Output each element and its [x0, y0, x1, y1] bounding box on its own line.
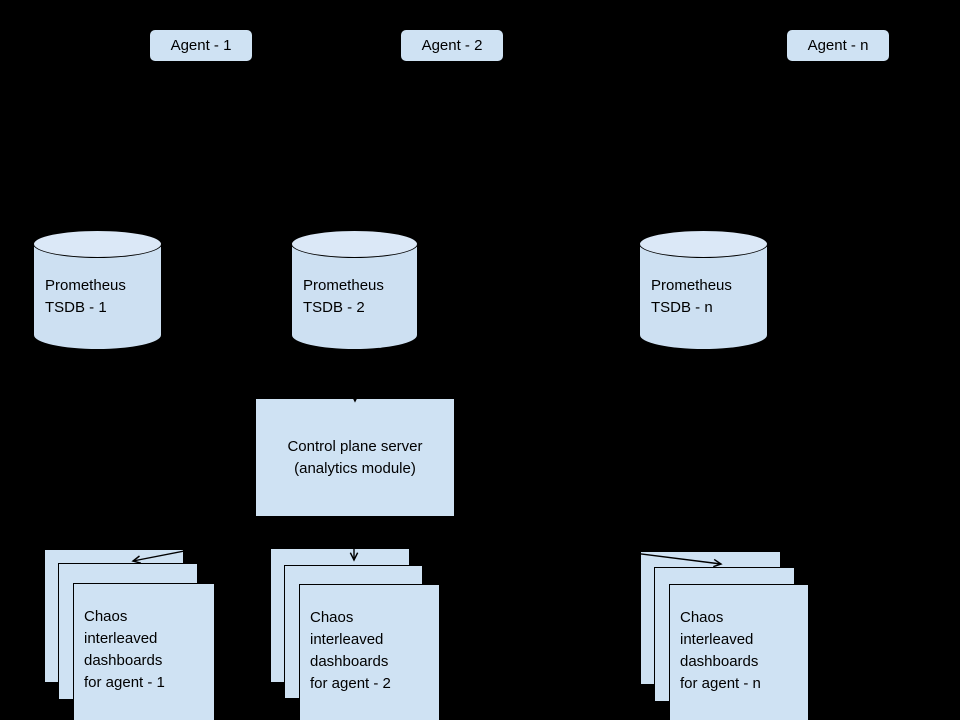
prometheus-tsdb-n-label: Prometheus TSDB - n: [651, 277, 732, 316]
agent-1-label: Agent - 1: [170, 37, 232, 54]
prometheus-tsdb-1-label: Prometheus TSDB - 1: [45, 277, 126, 316]
control-plane-server-box: Control plane server (analytics module): [255, 398, 455, 517]
edge-agentn-tsdbn: [710, 62, 839, 222]
prometheus-tsdb-2-cylinder: Prometheus TSDB - 2: [291, 230, 418, 350]
dashboards-stack-1-label: Chaos interleaved dashboards for agent -…: [84, 608, 165, 691]
cylinder-body: [291, 244, 418, 350]
agent-n-node: Agent - n: [786, 29, 890, 62]
dashboards-stack-n-label: Chaos interleaved dashboards for agent -…: [680, 609, 761, 692]
agent-1-node: Agent - 1: [149, 29, 253, 62]
cylinder-top-ellipse: [291, 230, 418, 258]
agent-2-label: Agent - 2: [421, 37, 483, 54]
agent-2-node: Agent - 2: [400, 29, 504, 62]
edge-agent2-tsdb2: [361, 62, 452, 222]
cylinder-top-ellipse: [33, 230, 162, 258]
cylinder-top-ellipse: [639, 230, 768, 258]
edge-agent1-tsdb1: [102, 62, 202, 222]
prometheus-tsdb-2-label: Prometheus TSDB - 2: [303, 277, 384, 316]
stack-page-front: Chaos interleaved dashboards for agent -…: [73, 583, 215, 720]
stack-page-front: Chaos interleaved dashboards for agent -…: [299, 584, 440, 720]
stack-page-front: Chaos interleaved dashboards for agent -…: [669, 584, 809, 720]
agent-n-label: Agent - n: [807, 37, 869, 54]
prometheus-tsdb-1-cylinder: Prometheus TSDB - 1: [33, 230, 162, 350]
dashboards-stack-2-label: Chaos interleaved dashboards for agent -…: [310, 609, 391, 692]
control-plane-server-label: Control plane server (analytics module): [287, 438, 423, 477]
prometheus-tsdb-n-cylinder: Prometheus TSDB - n: [639, 230, 768, 350]
cylinder-body: [639, 244, 768, 350]
cylinder-body: [33, 244, 162, 350]
